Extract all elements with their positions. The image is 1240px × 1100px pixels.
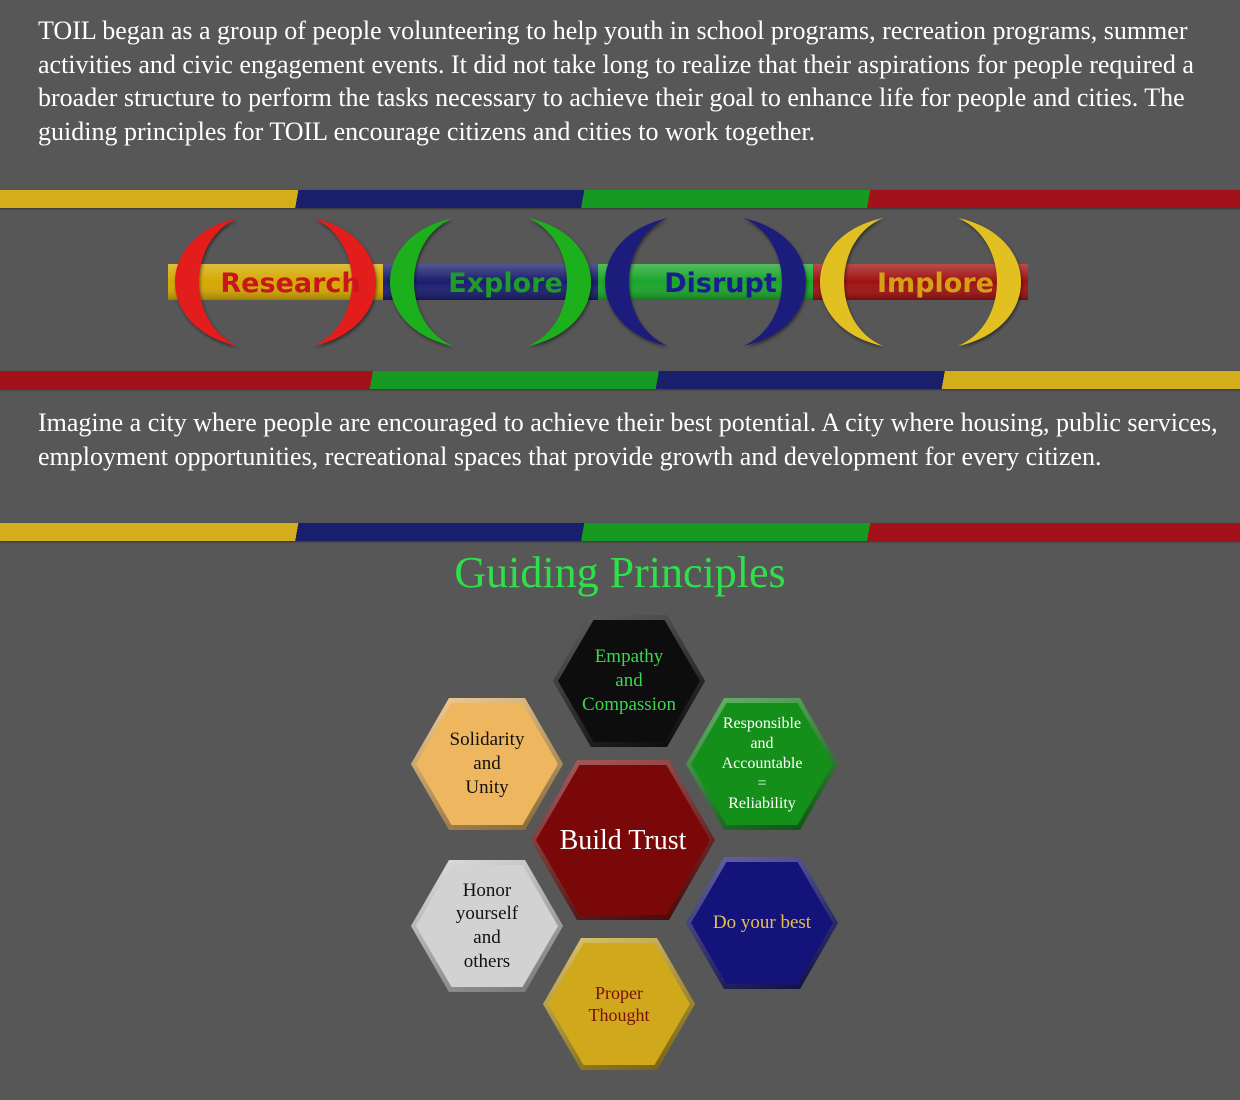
principle-text-do-your-best: Do your best (712, 912, 812, 934)
principle-text-solidarity: Solidarity and Unity (449, 729, 525, 798)
process-diagram: Research Explore Disrupt Implore (168, 218, 1028, 346)
principle-hexagon-face-build-trust: Build Trust (536, 765, 710, 915)
process-bar-shine-research (168, 264, 383, 300)
bracket-right-implore (958, 218, 1021, 346)
process-step-research: Research (220, 268, 360, 299)
principle-hexagon-face-solidarity: Solidarity and Unity (416, 703, 558, 825)
bracket-left-implore (820, 218, 883, 346)
principle-hexagon-face-do-your-best: Do your best (691, 862, 833, 984)
principle-text-responsible: Responsible and Accountable = Reliabilit… (721, 715, 803, 812)
principle-hexagon-solidarity: Solidarity and Unity (411, 698, 563, 830)
intro-paragraph: TOIL began as a group of people voluntee… (38, 16, 1194, 146)
bracket-left-research (175, 218, 238, 346)
principle-hexagon-empathy: Empathy and Compassion (553, 615, 705, 747)
color-stripe-bottom (0, 523, 1240, 541)
principle-hexagon-face-honor: Honor yourself and others (416, 865, 558, 987)
principle-hexagon-build-trust: Build Trust (531, 760, 715, 920)
process-step-explore: Explore (448, 268, 563, 299)
principle-hexagon-honor: Honor yourself and others (411, 860, 563, 992)
principle-text-honor: Honor yourself and others (455, 879, 519, 972)
principles-title: Guiding Principles (454, 548, 786, 597)
color-stripe-top (0, 190, 1240, 208)
principle-hexagon-face-proper-thought: Proper Thought (548, 943, 690, 1065)
bracket-left-disrupt (605, 218, 668, 346)
bracket-right-research (313, 218, 376, 346)
principle-text-proper-thought: Proper Thought (588, 982, 650, 1026)
process-step-implore: Implore (877, 268, 994, 299)
bracket-right-disrupt (743, 218, 806, 346)
principle-hexagon-proper-thought: Proper Thought (543, 938, 695, 1070)
color-stripe-middle (0, 371, 1240, 389)
principle-hexagon-face-responsible: Responsible and Accountable = Reliabilit… (691, 703, 833, 825)
principle-hexagon-responsible: Responsible and Accountable = Reliabilit… (686, 698, 838, 830)
bracket-left-explore (390, 218, 453, 346)
bracket-right-explore (528, 218, 591, 346)
process-bar-shine-explore (383, 264, 598, 300)
principle-hexagon-do-your-best: Do your best (686, 857, 838, 989)
principle-hexagon-face-empathy: Empathy and Compassion (558, 620, 700, 742)
process-bar-shine-implore (813, 264, 1028, 300)
principle-text-empathy: Empathy and Compassion (582, 646, 676, 715)
principle-text-build-trust: Build Trust (559, 824, 687, 856)
process-step-disrupt: Disrupt (664, 268, 777, 299)
process-bar-shine-disrupt (598, 264, 813, 300)
vision-paragraph: Imagine a city where people are encourag… (38, 408, 1218, 471)
